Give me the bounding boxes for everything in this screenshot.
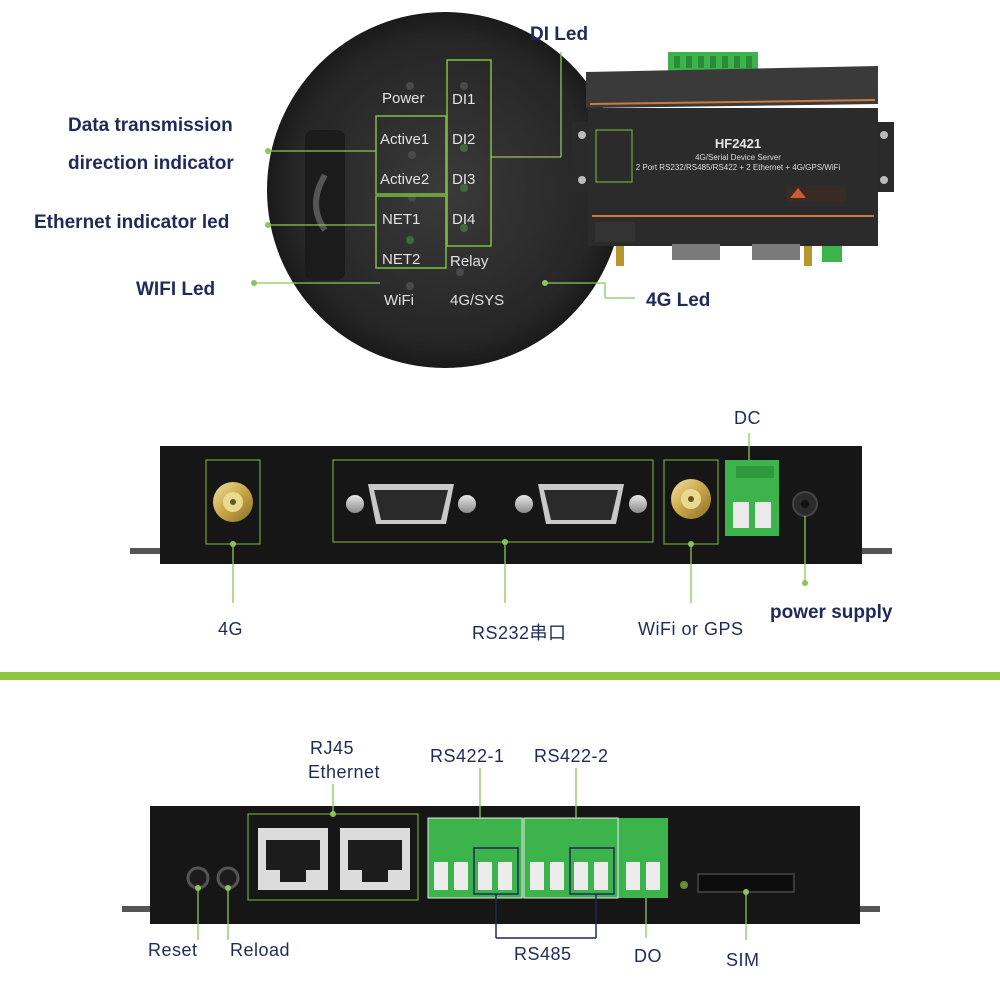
callout-wifi-led: WIFI Led: [136, 279, 216, 300]
lens-highlight-boxes: [375, 59, 492, 269]
device-spec-text: 2 Port RS232/RS485/RS422 + 2 Ethernet + …: [636, 163, 841, 172]
led-label-net1: NET1: [382, 211, 421, 228]
device-photo: [572, 52, 894, 266]
label-sim: SIM: [726, 950, 760, 970]
db9-connector-1: [346, 484, 476, 524]
label-power-supply: power supply: [770, 602, 893, 623]
callout-4g-led: 4G Led: [646, 290, 711, 311]
rs485-bracket: [495, 894, 597, 939]
led-label-power: Power: [382, 90, 425, 107]
label-rs232: RS232串口: [472, 623, 567, 643]
rj45-port-2: [340, 828, 410, 890]
led-label-relay: Relay: [450, 253, 489, 270]
led-label-4g-sys: 4G/SYS: [450, 292, 505, 309]
lens-side-bezel: [305, 130, 345, 280]
label-ethernet: Ethernet: [308, 762, 381, 782]
callout-data-direction-line2: direction indicator: [68, 153, 234, 174]
lens-magnifier: [267, 12, 623, 368]
device-subtitle-text: 4G/Serial Device Server: [695, 153, 781, 162]
label-reload: Reload: [230, 940, 291, 960]
led-label-active1: Active1: [380, 131, 430, 148]
label-reset: Reset: [148, 940, 198, 960]
section-divider: [0, 672, 1000, 680]
led-label-active2: Active2: [380, 171, 430, 188]
label-rs485: RS485: [514, 944, 572, 964]
led-label-net2: NET2: [382, 251, 421, 268]
db9-connector-2: [515, 484, 647, 524]
led-label-di1: DI1: [452, 91, 476, 108]
label-dc: DC: [734, 408, 761, 428]
label-wifi-gps: WiFi or GPS: [638, 619, 744, 639]
label-do: DO: [634, 946, 662, 966]
top-callout-lines: [254, 52, 635, 299]
label-4g-port: 4G: [218, 619, 244, 639]
led-label-di3: DI3: [452, 171, 476, 188]
led-label-wifi: WiFi: [384, 292, 414, 309]
label-rj45: RJ45: [310, 738, 355, 758]
led-label-di4: DI4: [452, 211, 476, 228]
top-callout-dots: [251, 148, 548, 286]
middle-callout-lines: [232, 433, 806, 603]
label-rs422-2: RS422-2: [534, 746, 609, 766]
middle-callout-dots: [230, 539, 808, 586]
device-model-text: HF2421: [715, 136, 761, 151]
callout-di-led: DI Led: [530, 24, 589, 45]
callout-ethernet-led: Ethernet indicator led: [34, 212, 230, 233]
led-label-di2: DI2: [452, 131, 476, 148]
front-view-device: [130, 446, 892, 564]
bottom-callout-lines: [197, 768, 747, 940]
back-view-device: [122, 806, 880, 924]
rj45-port-1: [258, 828, 328, 890]
bottom-callout-dots: [195, 811, 749, 895]
callout-data-direction-line1: Data transmission: [68, 115, 233, 136]
label-rs422-1: RS422-1: [430, 746, 505, 766]
